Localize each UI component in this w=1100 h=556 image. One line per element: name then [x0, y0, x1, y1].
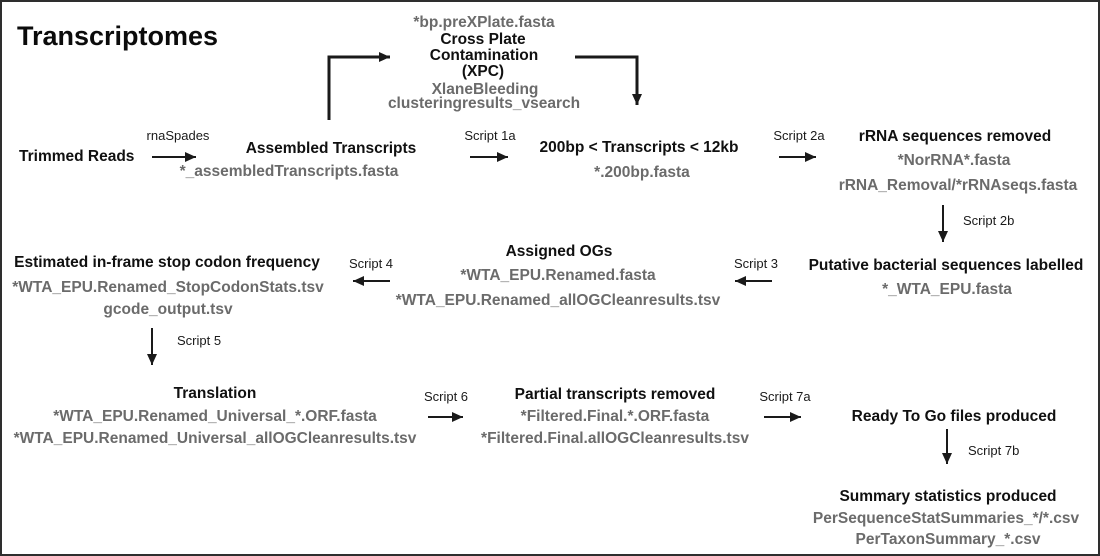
- node-rrna-removed-file2: rRNA_Removal/*rRNAseqs.fasta: [838, 177, 1078, 194]
- xpc-output-file1: XlaneBleeding: [431, 81, 539, 98]
- node-ready-to-go-title: Ready To Go files produced: [851, 408, 1057, 425]
- node-summary-stats-file2: PerTaxonSummary_*.csv: [855, 531, 1041, 548]
- xpc-title-line3: (XPC): [461, 63, 505, 80]
- node-assigned-ogs-file1: *WTA_EPU.Renamed.fasta: [460, 267, 656, 284]
- edge-label-rnaspades: rnaSpades: [146, 128, 210, 143]
- edge-label-script-2a: Script 2a: [773, 128, 825, 143]
- node-stop-codon-title: Estimated in-frame stop codon frequency: [14, 254, 320, 271]
- node-summary-stats-title: Summary statistics produced: [839, 488, 1057, 505]
- edge-label-script-7b: Script 7b: [968, 443, 1020, 458]
- node-size-filtered-file1: *.200bp.fasta: [594, 164, 690, 181]
- node-translation-file2: *WTA_EPU.Renamed_Universal_allOGCleanres…: [13, 430, 417, 447]
- edge-label-script-4: Script 4: [348, 256, 394, 271]
- node-stop-codon-file2: gcode_output.tsv: [103, 301, 233, 318]
- edge-label-script-1a: Script 1a: [464, 128, 516, 143]
- node-rrna-removed-title: rRNA sequences removed: [858, 128, 1052, 145]
- node-assigned-ogs-file2: *WTA_EPU.Renamed_allOGCleanresults.tsv: [395, 292, 721, 309]
- node-translation-title: Translation: [173, 385, 257, 402]
- edge-label-script-5: Script 5: [177, 333, 222, 348]
- node-partial-removed-file1: *Filtered.Final.*.ORF.fasta: [520, 408, 710, 425]
- node-size-filtered-title: 200bp < Transcripts < 12kb: [539, 139, 739, 156]
- node-rrna-removed-file1: *NorRNA*.fasta: [897, 152, 1011, 169]
- arrow-to-xpc: [327, 52, 390, 120]
- page-title: Transcriptomes: [17, 21, 219, 51]
- node-partial-removed-title: Partial transcripts removed: [514, 386, 716, 403]
- node-assembled-title: Assembled Transcripts: [245, 140, 417, 157]
- node-summary-stats-file1: PerSequenceStatSummaries_*/*.csv: [812, 510, 1080, 527]
- edge-label-script-7a: Script 7a: [759, 389, 811, 404]
- node-partial-removed-file2: *Filtered.Final.allOGCleanresults.tsv: [481, 430, 749, 447]
- edge-label-script-2b: Script 2b: [963, 213, 1015, 228]
- node-translation-file1: *WTA_EPU.Renamed_Universal_*.ORF.fasta: [53, 408, 377, 425]
- node-trimmed-reads-title: Trimmed Reads: [19, 148, 135, 165]
- edge-label-script-3: Script 3: [733, 256, 779, 271]
- xpc-output-file2: clusteringresults_vsearch: [387, 95, 581, 112]
- edge-label-script-6: Script 6: [423, 389, 469, 404]
- xpc-title-line2: Contamination: [429, 47, 539, 64]
- node-bacterial-file1: *_WTA_EPU.fasta: [882, 281, 1012, 298]
- arrow-from-xpc: [575, 55, 642, 105]
- xpc-title-line1: Cross Plate: [440, 31, 526, 48]
- node-assembled-file1: *_assembledTranscripts.fasta: [179, 163, 399, 180]
- node-bacterial-title: Putative bacterial sequences labelled: [808, 257, 1084, 274]
- node-assigned-ogs-title: Assigned OGs: [505, 243, 613, 260]
- node-stop-codon-file1: *WTA_EPU.Renamed_StopCodonStats.tsv: [12, 279, 324, 296]
- xpc-input-file: *bp.preXPlate.fasta: [413, 14, 555, 31]
